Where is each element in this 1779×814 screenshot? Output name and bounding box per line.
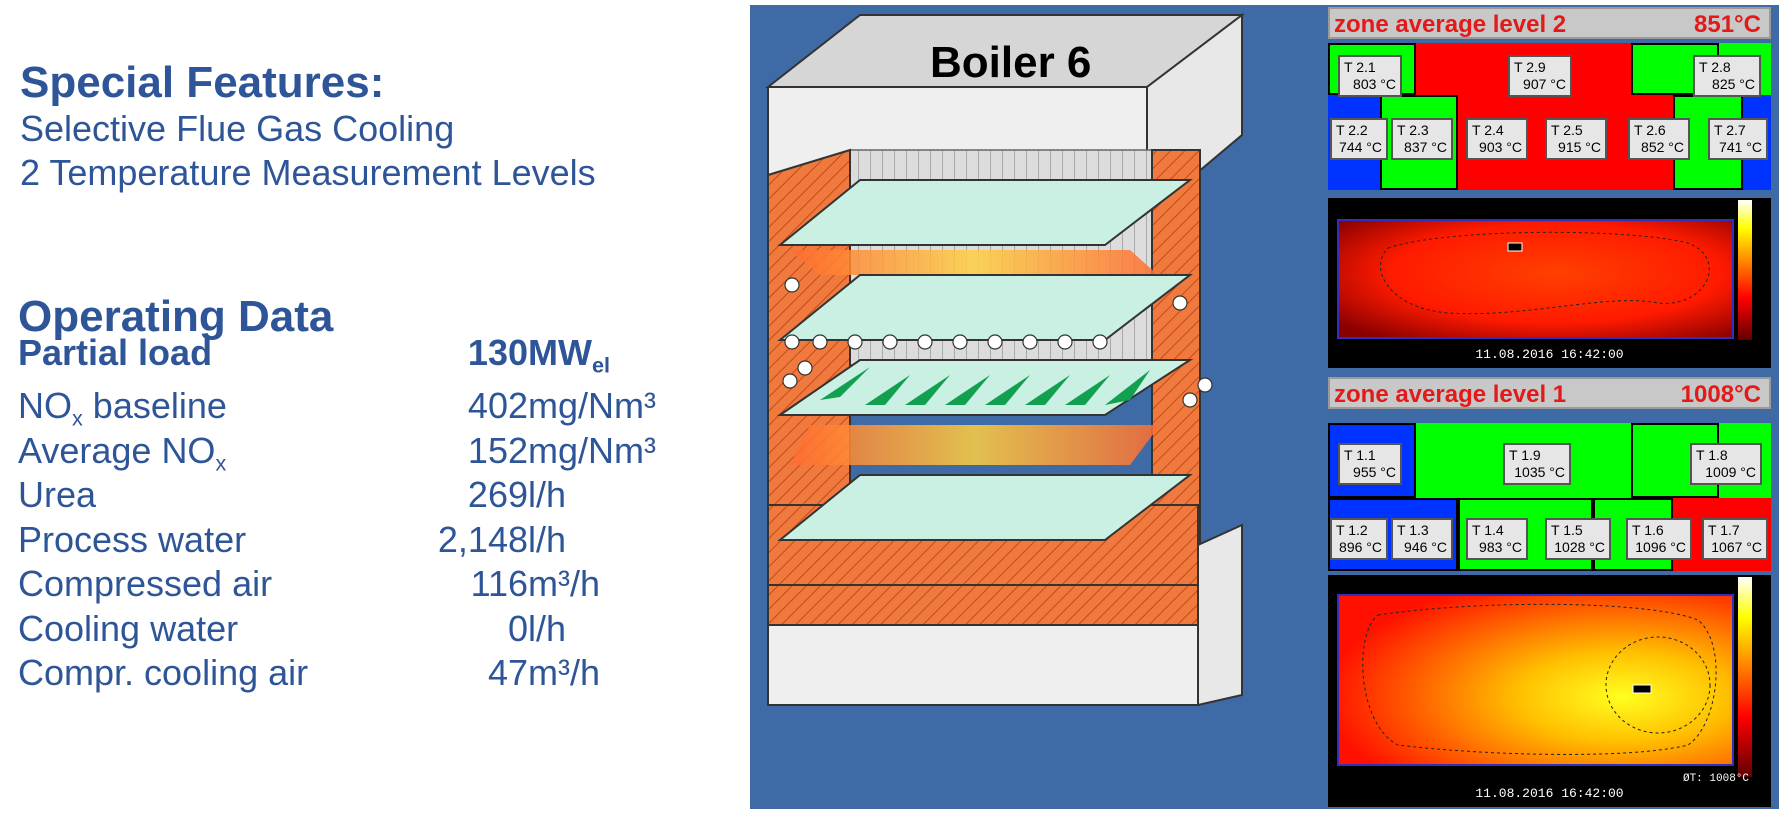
row-label: Partial load	[18, 332, 213, 373]
row-nox-baseline: NOx baseline 402 mg/Nm³	[18, 385, 718, 435]
thermal-average: ØT: 1008°C	[1682, 773, 1749, 785]
row-unit: MWel	[528, 332, 610, 378]
thermal-timestamp: 11.08.2016 16:42:00	[1475, 347, 1624, 362]
row-label: Urea	[18, 474, 97, 515]
row-value: 2,148	[437, 519, 528, 560]
zone-average-level-2: zone average level 2 851°C	[1328, 7, 1771, 39]
nozzle-row	[782, 277, 1213, 408]
row-compr-cooling-air: Compr. cooling air 47 m³/h	[18, 652, 718, 702]
feature-line-2: 2 Temperature Measurement Levels	[20, 152, 596, 193]
row-label: Compr. cooling air	[18, 652, 309, 693]
thermal-image-level-1: ØT: 1008°C 11.08.2016 16:42:00	[1328, 575, 1771, 807]
zone-label: zone average level 1	[1334, 381, 1567, 408]
row-value: 116	[470, 563, 528, 604]
boiler-diagram	[765, 12, 1245, 707]
boiler-title: Boiler 6	[930, 38, 1092, 87]
row-value: 402	[467, 385, 528, 426]
row-label: Average NOx	[18, 430, 227, 476]
row-cooling-water: Cooling water 0 l/h	[18, 608, 718, 658]
row-partial-load: Partial load 130 MWel	[18, 332, 718, 382]
zone-value: 1008°C	[1680, 381, 1761, 408]
row-label: Compressed air	[18, 563, 273, 604]
row-unit: mg/Nm³	[528, 385, 656, 426]
scada-panel: Boiler 6 zone average level 2 851°C T 2.…	[750, 5, 1779, 809]
boiler-housing-bottom	[767, 624, 1199, 706]
plate-1	[777, 179, 1193, 246]
heatmap-level-1	[1337, 577, 1752, 777]
row-unit: l/h	[528, 519, 567, 560]
row-value: 0	[507, 608, 528, 649]
zone-value: 851°C	[1694, 11, 1761, 38]
row-process-water: Process water 2,148 l/h	[18, 519, 718, 569]
row-compressed-air: Compressed air 116 m³/h	[18, 563, 718, 613]
features-heading: Special Features:	[20, 58, 385, 107]
row-label: Cooling water	[18, 608, 239, 649]
row-urea: Urea 269 l/h	[18, 474, 718, 524]
row-unit: l/h	[528, 474, 567, 515]
zone-label: zone average level 2	[1334, 11, 1567, 38]
row-value: 269	[467, 474, 528, 515]
row-unit: l/h	[528, 608, 567, 649]
zone-average-level-1: zone average level 1 1008°C	[1328, 377, 1771, 409]
feature-line-1: Selective Flue Gas Cooling	[20, 108, 455, 149]
thermal-timestamp: 11.08.2016 16:42:00	[1475, 786, 1624, 801]
row-value: 47	[487, 652, 528, 693]
plate-4	[777, 474, 1193, 541]
operating-info: Special Features: Selective Flue Gas Coo…	[0, 0, 740, 814]
row-value: 152	[467, 430, 528, 471]
row-unit: m³/h	[528, 563, 600, 604]
row-unit: mg/Nm³	[528, 430, 656, 471]
row-value: 130	[467, 332, 528, 373]
row-label: NOx baseline	[18, 385, 227, 431]
row-unit: m³/h	[528, 652, 600, 693]
row-label: Process water	[18, 519, 247, 560]
thermal-image-level-2: 11.08.2016 16:42:00	[1328, 198, 1771, 368]
row-average-nox: Average NOx 152 mg/Nm³	[18, 430, 718, 480]
heatmap-level-2	[1337, 200, 1752, 340]
operating-heading: Operating Data	[18, 292, 334, 341]
